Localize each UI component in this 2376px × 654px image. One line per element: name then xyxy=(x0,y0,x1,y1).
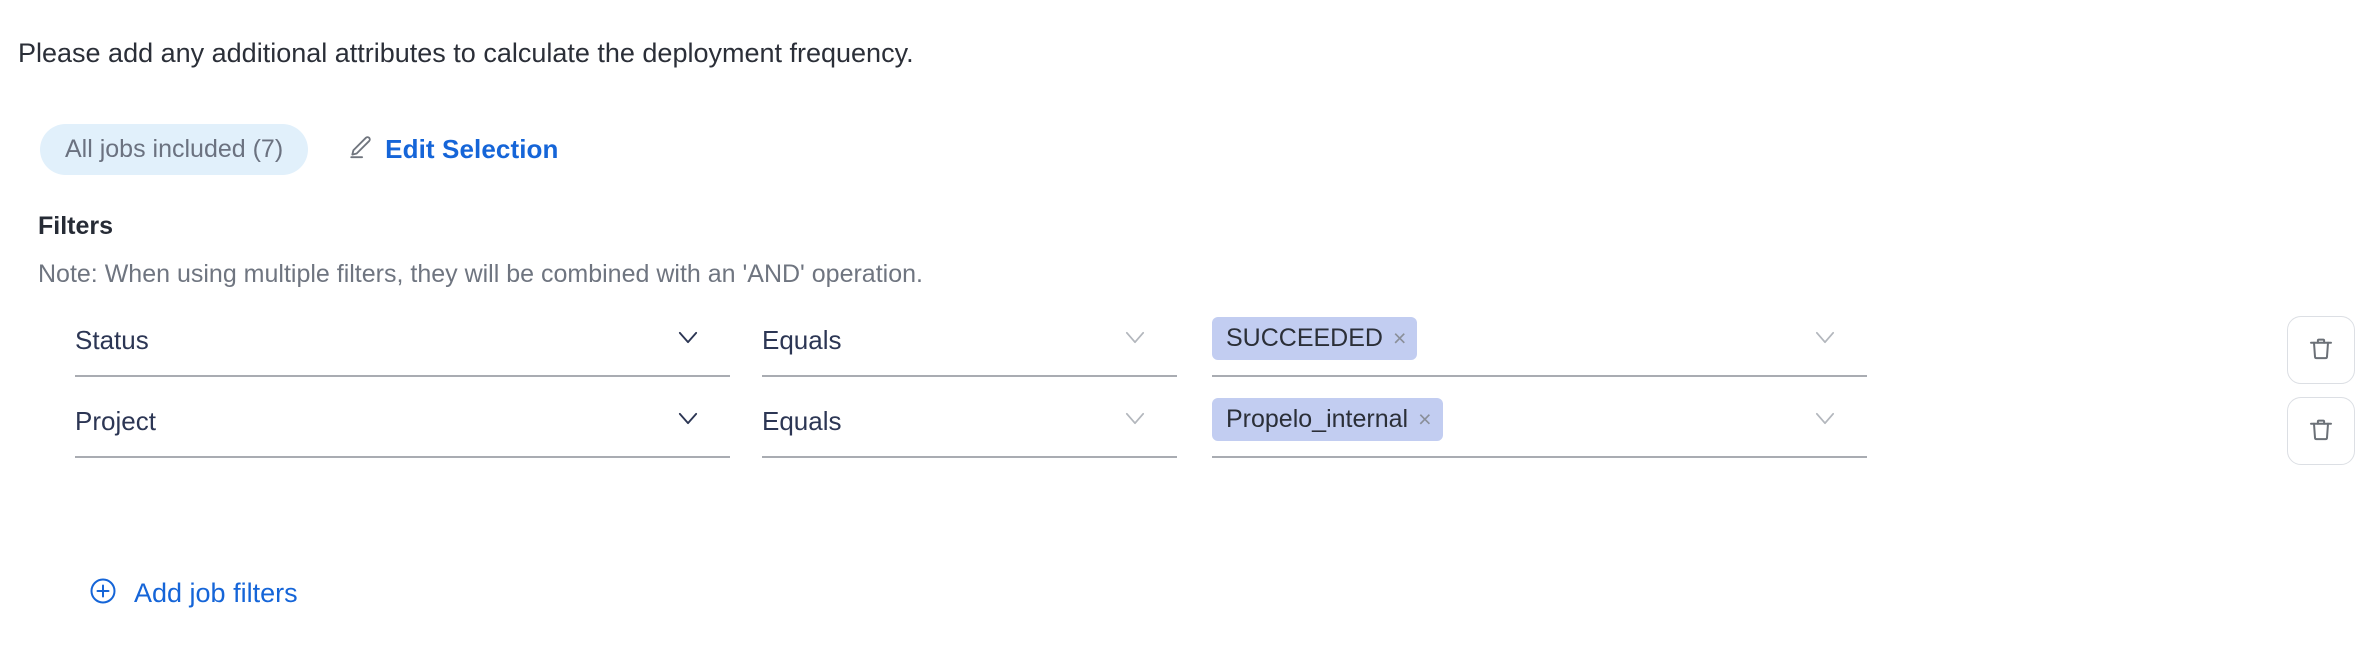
job-selection-row: All jobs included (7) Edit Selection xyxy=(40,124,559,175)
plus-circle-icon xyxy=(88,576,118,611)
trash-icon xyxy=(2306,334,2336,367)
filters-note: Note: When using multiple filters, they … xyxy=(38,260,923,288)
filter-attribute-value: Status xyxy=(75,324,149,355)
delete-filter-button[interactable] xyxy=(2287,316,2355,384)
chevron-down-icon xyxy=(1121,324,1149,357)
filter-operator-value: Equals xyxy=(762,405,842,436)
filter-value-chip-label: SUCCEEDED xyxy=(1226,323,1383,352)
filter-operator-select[interactable]: Equals xyxy=(762,386,1177,458)
filter-row: Status Equals SUCCEEDED × xyxy=(0,305,2376,385)
filter-value-select[interactable]: Propelo_internal × xyxy=(1212,386,1867,458)
chevron-down-icon xyxy=(674,405,702,438)
filters-heading: Filters xyxy=(38,212,114,240)
filter-value-select[interactable]: SUCCEEDED × xyxy=(1212,305,1867,377)
page-instruction: Please add any additional attributes to … xyxy=(18,38,914,68)
add-job-filters-button[interactable]: Add job filters xyxy=(88,576,298,611)
chevron-down-icon xyxy=(1121,405,1149,438)
filter-attribute-select[interactable]: Status xyxy=(75,305,730,377)
chevron-down-icon xyxy=(1811,405,1839,438)
all-jobs-included-pill[interactable]: All jobs included (7) xyxy=(40,124,309,175)
delete-filter-button[interactable] xyxy=(2287,397,2355,465)
chevron-down-icon xyxy=(674,324,702,357)
filter-value-chip[interactable]: SUCCEEDED × xyxy=(1212,316,1418,360)
filter-attribute-select[interactable]: Project xyxy=(75,386,730,458)
close-icon[interactable]: × xyxy=(1418,405,1432,432)
pencil-icon xyxy=(348,134,374,165)
filter-row: Project Equals Propelo_internal × xyxy=(0,386,2376,466)
close-icon[interactable]: × xyxy=(1392,324,1407,351)
filter-value-chip[interactable]: Propelo_internal × xyxy=(1212,397,1443,441)
edit-selection-button[interactable]: Edit Selection xyxy=(348,134,558,165)
filter-value-chip-label: Propelo_internal xyxy=(1226,404,1409,433)
trash-icon xyxy=(2306,415,2336,448)
chevron-down-icon xyxy=(1811,324,1839,357)
filter-operator-value: Equals xyxy=(762,324,842,355)
edit-selection-label: Edit Selection xyxy=(385,134,559,164)
add-job-filters-label: Add job filters xyxy=(134,578,298,608)
filter-attribute-value: Project xyxy=(75,405,156,436)
filter-operator-select[interactable]: Equals xyxy=(762,305,1177,377)
